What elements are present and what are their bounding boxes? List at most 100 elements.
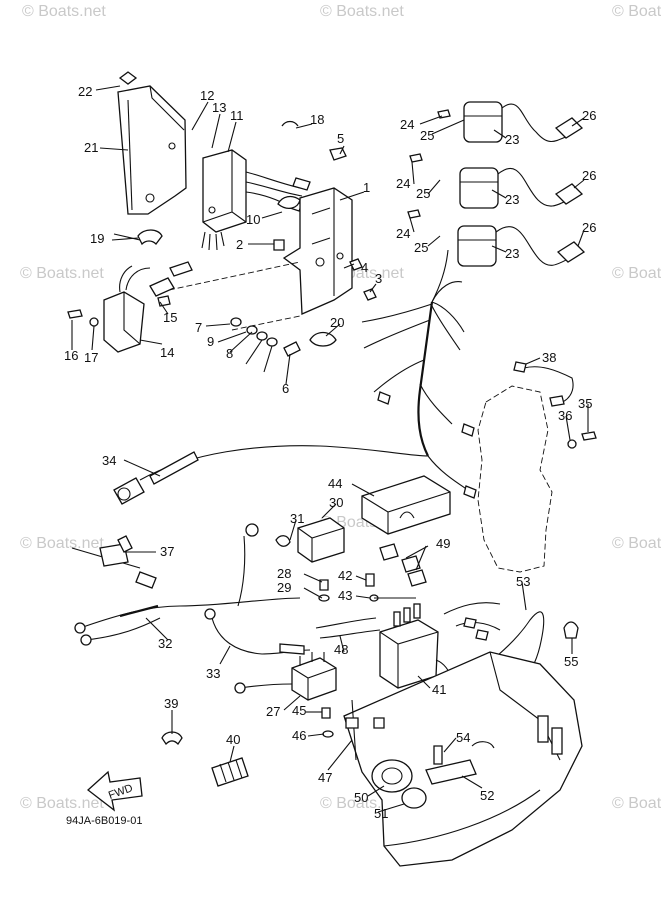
callout-29: 29: [277, 580, 291, 595]
watermark: © Boats.net: [612, 265, 661, 282]
callout-26: 26: [582, 168, 596, 183]
callout-20: 20: [330, 315, 344, 330]
electrical-cover: [117, 71, 187, 215]
callout-25: 25: [420, 128, 434, 143]
washer-set: [230, 317, 301, 357]
callout-32: 32: [158, 636, 172, 651]
watermark: © Boats.net: [20, 535, 104, 552]
ignition-coil: [409, 153, 584, 209]
callout-26: 26: [582, 108, 596, 123]
callout-14: 14: [160, 345, 174, 360]
leader-lines: [71, 85, 589, 813]
main-cable: [113, 445, 429, 505]
callout-26: 26: [582, 220, 596, 235]
callout-28: 28: [277, 566, 291, 581]
callout-40: 40: [226, 732, 240, 747]
ignition-coil: [437, 101, 584, 143]
callout-6: 6: [282, 381, 289, 396]
callout-47: 47: [318, 770, 332, 785]
cable-bracket: [71, 535, 157, 589]
callout-24: 24: [400, 117, 414, 132]
callout-46: 46: [292, 728, 306, 743]
callout-23: 23: [505, 132, 519, 147]
callout-15: 15: [163, 310, 177, 325]
callout-19: 19: [90, 231, 104, 246]
callout-8: 8: [226, 346, 233, 361]
callout-33: 33: [206, 666, 220, 681]
callout-55: 55: [564, 654, 578, 669]
callout-45: 45: [292, 703, 306, 718]
callout-21: 21: [84, 140, 98, 155]
clip: [563, 621, 579, 639]
watermark: © Boats.net: [22, 3, 106, 20]
grommet: [371, 759, 427, 809]
terminal-cover: [275, 517, 345, 563]
dashed-guide: [231, 315, 301, 331]
wiring-harness: [309, 249, 477, 499]
grommet-40: [211, 757, 249, 787]
callout-38: 38: [542, 350, 556, 365]
callout-30: 30: [329, 495, 343, 510]
callout-42: 42: [338, 568, 352, 583]
callout-7: 7: [195, 320, 202, 335]
callout-44: 44: [328, 476, 342, 491]
callout-18: 18: [310, 112, 324, 127]
callout-1: 1: [363, 180, 370, 195]
callout-17: 17: [84, 350, 98, 365]
callout-25: 25: [414, 240, 428, 255]
callout-2: 2: [236, 237, 243, 252]
callout-37: 37: [160, 544, 174, 559]
fwd-arrow-icon: FWD: [86, 770, 143, 812]
lead-wire: [204, 608, 311, 655]
cdi-unit: [201, 149, 311, 251]
callout-5: 5: [337, 131, 344, 146]
callout-16: 16: [64, 348, 78, 363]
watermark: © Boats.net: [320, 3, 404, 20]
mounting-bracket: [273, 120, 377, 315]
callout-9: 9: [207, 334, 214, 349]
callout-23: 23: [505, 192, 519, 207]
watermark: © Boats.net: [20, 795, 104, 812]
callout-49: 49: [436, 536, 450, 551]
bracket-plate: [425, 745, 477, 785]
callout-51: 51: [374, 806, 388, 821]
hose-clamp: [113, 229, 163, 246]
fuse-bolt: [365, 573, 416, 602]
clamp-39: [161, 731, 183, 746]
callout-54: 54: [456, 730, 470, 745]
harness-lead: [315, 617, 381, 639]
rectifier-regulator: [67, 261, 193, 353]
callout-23: 23: [505, 246, 519, 261]
callout-43: 43: [338, 588, 352, 603]
callout-53: 53: [516, 574, 530, 589]
callout-13: 13: [212, 100, 226, 115]
callout-52: 52: [480, 788, 494, 803]
watermark: © Boats.net: [612, 535, 661, 552]
relay-cover: [361, 475, 451, 535]
dashed-guide: [159, 261, 301, 293]
starter-relay: [234, 652, 337, 701]
watermark: © Boats.net: [612, 795, 661, 812]
ignition-coil: [407, 209, 586, 267]
screw-set: [318, 579, 334, 738]
callout-4: 4: [361, 260, 368, 275]
wire-clip-47: [345, 699, 385, 761]
callout-39: 39: [164, 696, 178, 711]
callout-12: 12: [200, 88, 214, 103]
diagram-code: 94JA-6B019-01: [66, 815, 142, 827]
callout-10: 10: [246, 212, 260, 227]
callout-48: 48: [334, 642, 348, 657]
watermark: © Boats.net: [20, 265, 104, 282]
callout-3: 3: [375, 271, 382, 286]
callout-36: 36: [558, 408, 572, 423]
callout-24: 24: [396, 176, 410, 191]
callout-50: 50: [354, 790, 368, 805]
callout-35: 35: [578, 396, 592, 411]
engine-outline: [477, 385, 553, 573]
bottom-cowling: [343, 651, 583, 867]
callout-11: 11: [230, 108, 244, 123]
callout-22: 22: [78, 84, 92, 99]
callout-25: 25: [416, 186, 430, 201]
callout-41: 41: [432, 682, 446, 697]
